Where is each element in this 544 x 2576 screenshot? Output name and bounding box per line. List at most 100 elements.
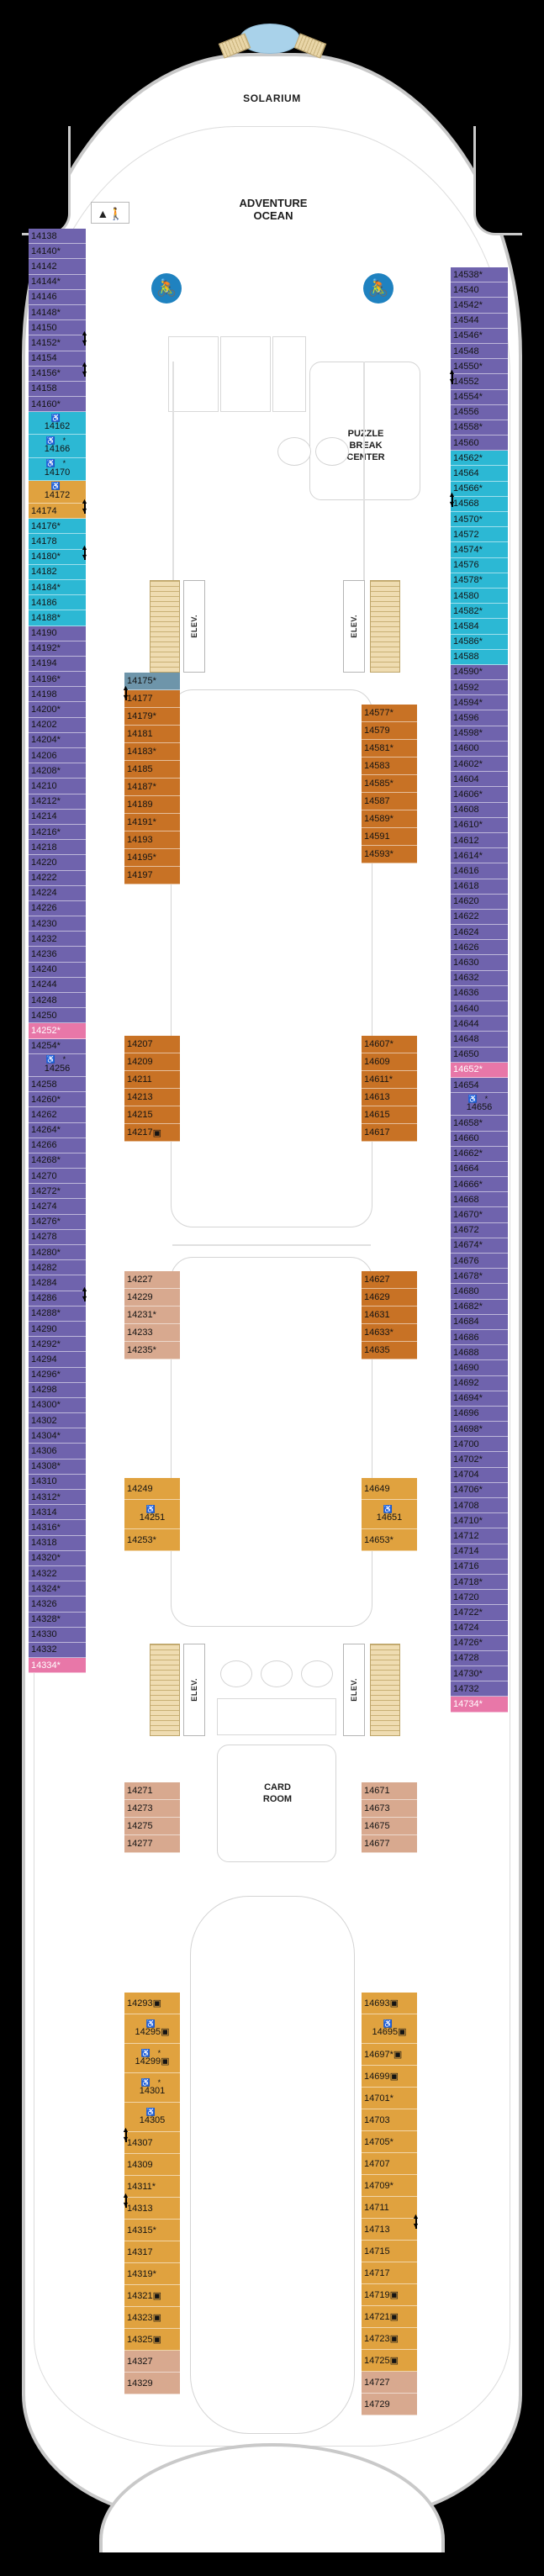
cabin-14686[interactable]: 14686: [451, 1329, 508, 1346]
cabin-14292[interactable]: 14292*: [29, 1337, 86, 1353]
cabin-14611[interactable]: 14611*: [362, 1071, 417, 1089]
cabin-14278[interactable]: 14278: [29, 1229, 86, 1245]
cabin-14729[interactable]: 14729: [362, 2394, 417, 2415]
cabin-14666[interactable]: 14666*: [451, 1177, 508, 1193]
cabin-14216[interactable]: 14216*: [29, 824, 86, 841]
cabin-14690[interactable]: 14690: [451, 1360, 508, 1376]
cabin-14316[interactable]: 14316*: [29, 1520, 86, 1536]
cabin-14293[interactable]: 14293▣: [124, 1993, 180, 2014]
cabin-14618[interactable]: 14618: [451, 879, 508, 895]
cabin-14195[interactable]: 14195*: [124, 849, 180, 867]
cabin-14250[interactable]: 14250: [29, 1008, 86, 1024]
cabin-14624[interactable]: 14624: [451, 925, 508, 941]
cabin-14703[interactable]: 14703: [362, 2109, 417, 2131]
cabin-14144[interactable]: 14144*: [29, 274, 86, 290]
cabin-14282[interactable]: 14282: [29, 1260, 86, 1276]
cabin-14720[interactable]: 14720: [451, 1590, 508, 1606]
cabin-14606[interactable]: 14606*: [451, 787, 508, 803]
cabin-14187[interactable]: 14187*: [124, 779, 180, 796]
cabin-14196[interactable]: 14196*: [29, 672, 86, 688]
cabin-14672[interactable]: 14672: [451, 1222, 508, 1238]
cabin-14580[interactable]: 14580: [451, 588, 508, 604]
cabin-14325[interactable]: 14325▣: [124, 2329, 180, 2351]
cabin-14610[interactable]: 14610*: [451, 817, 508, 833]
cabin-14295[interactable]: ♿14295▣: [124, 2014, 180, 2044]
cabin-14684[interactable]: 14684: [451, 1314, 508, 1330]
cabin-14582[interactable]: 14582*: [451, 604, 508, 620]
cabin-14215[interactable]: 14215: [124, 1106, 180, 1124]
cabin-14670[interactable]: 14670*: [451, 1207, 508, 1223]
cabin-14178[interactable]: 14178: [29, 534, 86, 550]
cabin-14326[interactable]: 14326: [29, 1597, 86, 1613]
cabin-14277[interactable]: 14277: [124, 1835, 180, 1853]
cabin-14240[interactable]: 14240: [29, 962, 86, 978]
cabin-14636[interactable]: 14636: [451, 985, 508, 1001]
cabin-14260[interactable]: 14260*: [29, 1092, 86, 1108]
cabin-14652[interactable]: 14652*: [451, 1062, 508, 1078]
cabin-14222[interactable]: 14222: [29, 870, 86, 886]
cabin-14704[interactable]: 14704: [451, 1467, 508, 1483]
cabin-14730[interactable]: 14730*: [451, 1666, 508, 1682]
cabin-14334[interactable]: 14334*: [29, 1658, 86, 1674]
cabin-14188[interactable]: 14188*: [29, 610, 86, 626]
cabin-14217[interactable]: 14217▣: [124, 1124, 180, 1142]
cabin-14678[interactable]: 14678*: [451, 1269, 508, 1285]
cabin-14270[interactable]: 14270: [29, 1169, 86, 1185]
cabin-14244[interactable]: 14244: [29, 977, 86, 993]
cabin-14723[interactable]: 14723▣: [362, 2328, 417, 2350]
cabin-14680[interactable]: 14680: [451, 1284, 508, 1300]
cabin-14564[interactable]: 14564: [451, 466, 508, 482]
cabin-14299[interactable]: ♿ *14299▣: [124, 2044, 180, 2073]
cabin-14146[interactable]: 14146: [29, 289, 86, 305]
cabin-14212[interactable]: 14212*: [29, 794, 86, 810]
cabin-14152[interactable]: 14152*: [29, 335, 86, 351]
cabin-14629[interactable]: 14629: [362, 1289, 417, 1306]
cabin-14578[interactable]: 14578*: [451, 573, 508, 589]
cabin-14626[interactable]: 14626: [451, 940, 508, 956]
cabin-14693[interactable]: 14693▣: [362, 1993, 417, 2014]
cabin-14313[interactable]: 14313: [124, 2198, 180, 2220]
cabin-14156[interactable]: 14156*: [29, 366, 86, 382]
cabin-14596[interactable]: 14596: [451, 710, 508, 726]
cabin-14698[interactable]: 14698*: [451, 1422, 508, 1438]
cabin-14671[interactable]: 14671: [362, 1782, 417, 1800]
cabin-14258[interactable]: 14258: [29, 1076, 86, 1093]
cabin-14587[interactable]: 14587: [362, 793, 417, 810]
cabin-14591[interactable]: 14591: [362, 828, 417, 846]
cabin-14332[interactable]: 14332: [29, 1642, 86, 1659]
cabin-14229[interactable]: 14229: [124, 1289, 180, 1306]
cabin-14180[interactable]: 14180*: [29, 549, 86, 565]
cabin-14598[interactable]: 14598*: [451, 726, 508, 742]
cabin-14266[interactable]: 14266: [29, 1138, 86, 1153]
cabin-14590[interactable]: 14590*: [451, 664, 508, 681]
cabin-14162[interactable]: ♿14162: [29, 412, 86, 435]
cabin-14175[interactable]: 14175*: [124, 673, 180, 690]
cabin-14251[interactable]: ♿14251: [124, 1500, 180, 1529]
cabin-14183[interactable]: 14183*: [124, 743, 180, 761]
cabin-14320[interactable]: 14320*: [29, 1550, 86, 1566]
cabin-14314[interactable]: 14314: [29, 1505, 86, 1521]
cabin-14264[interactable]: 14264*: [29, 1122, 86, 1138]
cabin-14725[interactable]: 14725▣: [362, 2350, 417, 2372]
cabin-14715[interactable]: 14715: [362, 2241, 417, 2262]
cabin-14262[interactable]: 14262: [29, 1107, 86, 1123]
cabin-14294[interactable]: 14294: [29, 1352, 86, 1368]
cabin-14176[interactable]: 14176*: [29, 519, 86, 535]
cabin-14616[interactable]: 14616: [451, 863, 508, 879]
cabin-14630[interactable]: 14630: [451, 955, 508, 971]
cabin-14602[interactable]: 14602*: [451, 757, 508, 773]
cabin-14609[interactable]: 14609: [362, 1053, 417, 1071]
cabin-14538[interactable]: 14538*: [451, 267, 508, 283]
elevator-forward-right[interactable]: ELEV.: [343, 580, 365, 673]
cabin-14615[interactable]: 14615: [362, 1106, 417, 1124]
cabin-14210[interactable]: 14210: [29, 779, 86, 794]
cabin-14540[interactable]: 14540: [451, 282, 508, 298]
cabin-14192[interactable]: 14192*: [29, 641, 86, 657]
cabin-14304[interactable]: 14304*: [29, 1428, 86, 1444]
elevator-aft-right[interactable]: ELEV.: [343, 1644, 365, 1736]
cabin-14213[interactable]: 14213: [124, 1089, 180, 1106]
cabin-14562[interactable]: 14562*: [451, 451, 508, 467]
cabin-14697[interactable]: 14697*▣: [362, 2044, 417, 2066]
cabin-14174[interactable]: 14174: [29, 504, 86, 520]
cabin-14193[interactable]: 14193: [124, 831, 180, 849]
